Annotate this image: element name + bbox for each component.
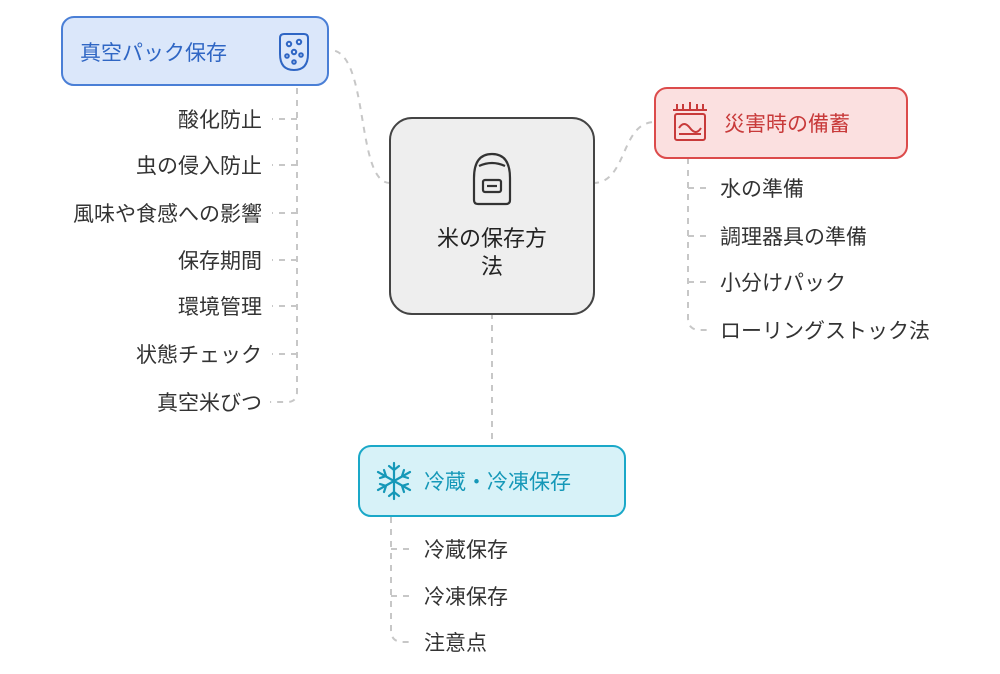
vacuum-bag-icon <box>279 33 309 72</box>
connector-center-vacuum <box>329 49 391 184</box>
snowflake-icon <box>376 461 412 501</box>
center-title-line2: 法 <box>481 255 503 280</box>
emergency-kit-icon <box>673 102 707 141</box>
cold-item: 注意点 <box>424 631 487 655</box>
vacuum-item: 風味や食感への影響 <box>73 202 262 226</box>
vacuum-item: 真空米びつ <box>157 391 262 415</box>
cold-branch-title: 冷蔵・冷凍保存 <box>424 470 571 494</box>
disaster-item: 調理器具の準備 <box>720 225 867 249</box>
vacuum-item: 酸化防止 <box>178 108 262 132</box>
vacuum-branch-node[interactable]: 真空パック保存 <box>61 16 329 86</box>
disaster-item: 水の準備 <box>720 177 804 201</box>
disaster-leaf-connectors <box>687 158 712 331</box>
vacuum-items: 酸化防止 虫の侵入防止 風味や食感への影響 保存期間 環境管理 状態チェック 真… <box>73 108 262 415</box>
connector-center-disaster <box>592 121 656 184</box>
center-node-box <box>389 117 595 315</box>
disaster-items: 水の準備 調理器具の準備 小分けパック ローリングストック法 <box>720 177 930 343</box>
disaster-item: ローリングストック法 <box>720 319 930 343</box>
vacuum-leaf-connectors <box>270 88 298 403</box>
vacuum-item: 保存期間 <box>178 249 262 273</box>
cold-items: 冷蔵保存 冷凍保存 注意点 <box>424 538 508 655</box>
vacuum-branch-box <box>61 16 329 86</box>
disaster-branch-title: 災害時の備蓄 <box>724 112 850 136</box>
disaster-branch-box <box>654 87 908 159</box>
center-node[interactable]: 米の保存方 法 <box>389 117 595 315</box>
disaster-item: 小分けパック <box>720 271 846 295</box>
disaster-branch-node[interactable]: 災害時の備蓄 <box>654 87 908 159</box>
cold-branch-box <box>358 445 626 517</box>
cold-leaf-connectors <box>390 517 414 643</box>
vacuum-branch-title: 真空パック保存 <box>80 41 227 65</box>
vacuum-item: 環境管理 <box>178 295 262 319</box>
cold-item: 冷蔵保存 <box>424 538 508 562</box>
vacuum-item: 虫の侵入防止 <box>136 154 262 178</box>
cold-item: 冷凍保存 <box>424 585 508 609</box>
center-title-line1: 米の保存方 <box>437 227 547 252</box>
vacuum-item: 状態チェック <box>136 343 262 367</box>
cold-branch-node[interactable]: 冷蔵・冷凍保存 <box>358 445 626 517</box>
rice-cooker-icon <box>472 152 512 206</box>
